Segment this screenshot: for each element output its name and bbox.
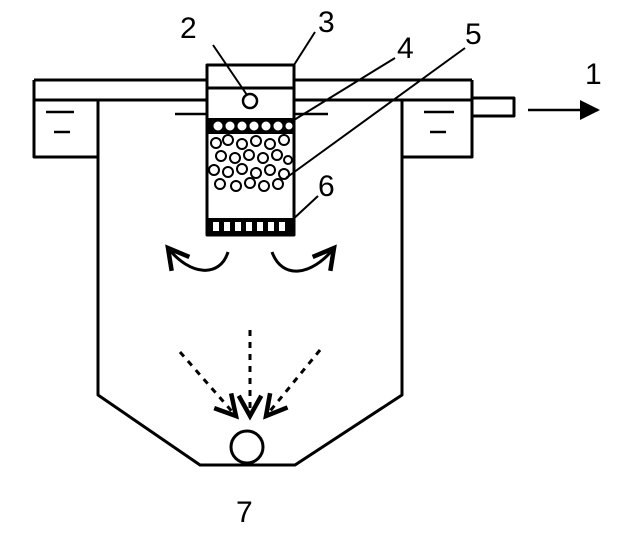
label-2: 2 [180, 12, 197, 45]
filter-media [208, 134, 293, 192]
leader-lines [212, 31, 466, 223]
inlet-port [241, 92, 259, 110]
upper-perforated-plate [207, 118, 294, 134]
right-circulation-arrow [270, 248, 334, 273]
label-4: 4 [397, 32, 414, 65]
sediment-outlet [229, 429, 265, 465]
right-trough [400, 80, 474, 159]
label-7: 7 [236, 496, 253, 529]
tank-body [96, 100, 404, 467]
label-6: 6 [318, 170, 335, 203]
label-3: 3 [318, 6, 335, 39]
left-circulation-arrow [168, 248, 230, 272]
settling-arrow-left [178, 351, 236, 416]
outlet-pipe [470, 96, 516, 118]
settling-arrows [178, 330, 322, 416]
leader-3 [293, 31, 316, 66]
label-1: 1 [585, 58, 602, 91]
leader-2 [212, 44, 248, 96]
settling-arrow-right [266, 349, 322, 416]
leader-4 [293, 57, 396, 121]
lower-perforated-plate [207, 218, 294, 235]
label-5: 5 [465, 18, 482, 51]
leader-6 [289, 195, 319, 223]
left-trough [32, 80, 100, 159]
leader-5 [285, 47, 466, 179]
